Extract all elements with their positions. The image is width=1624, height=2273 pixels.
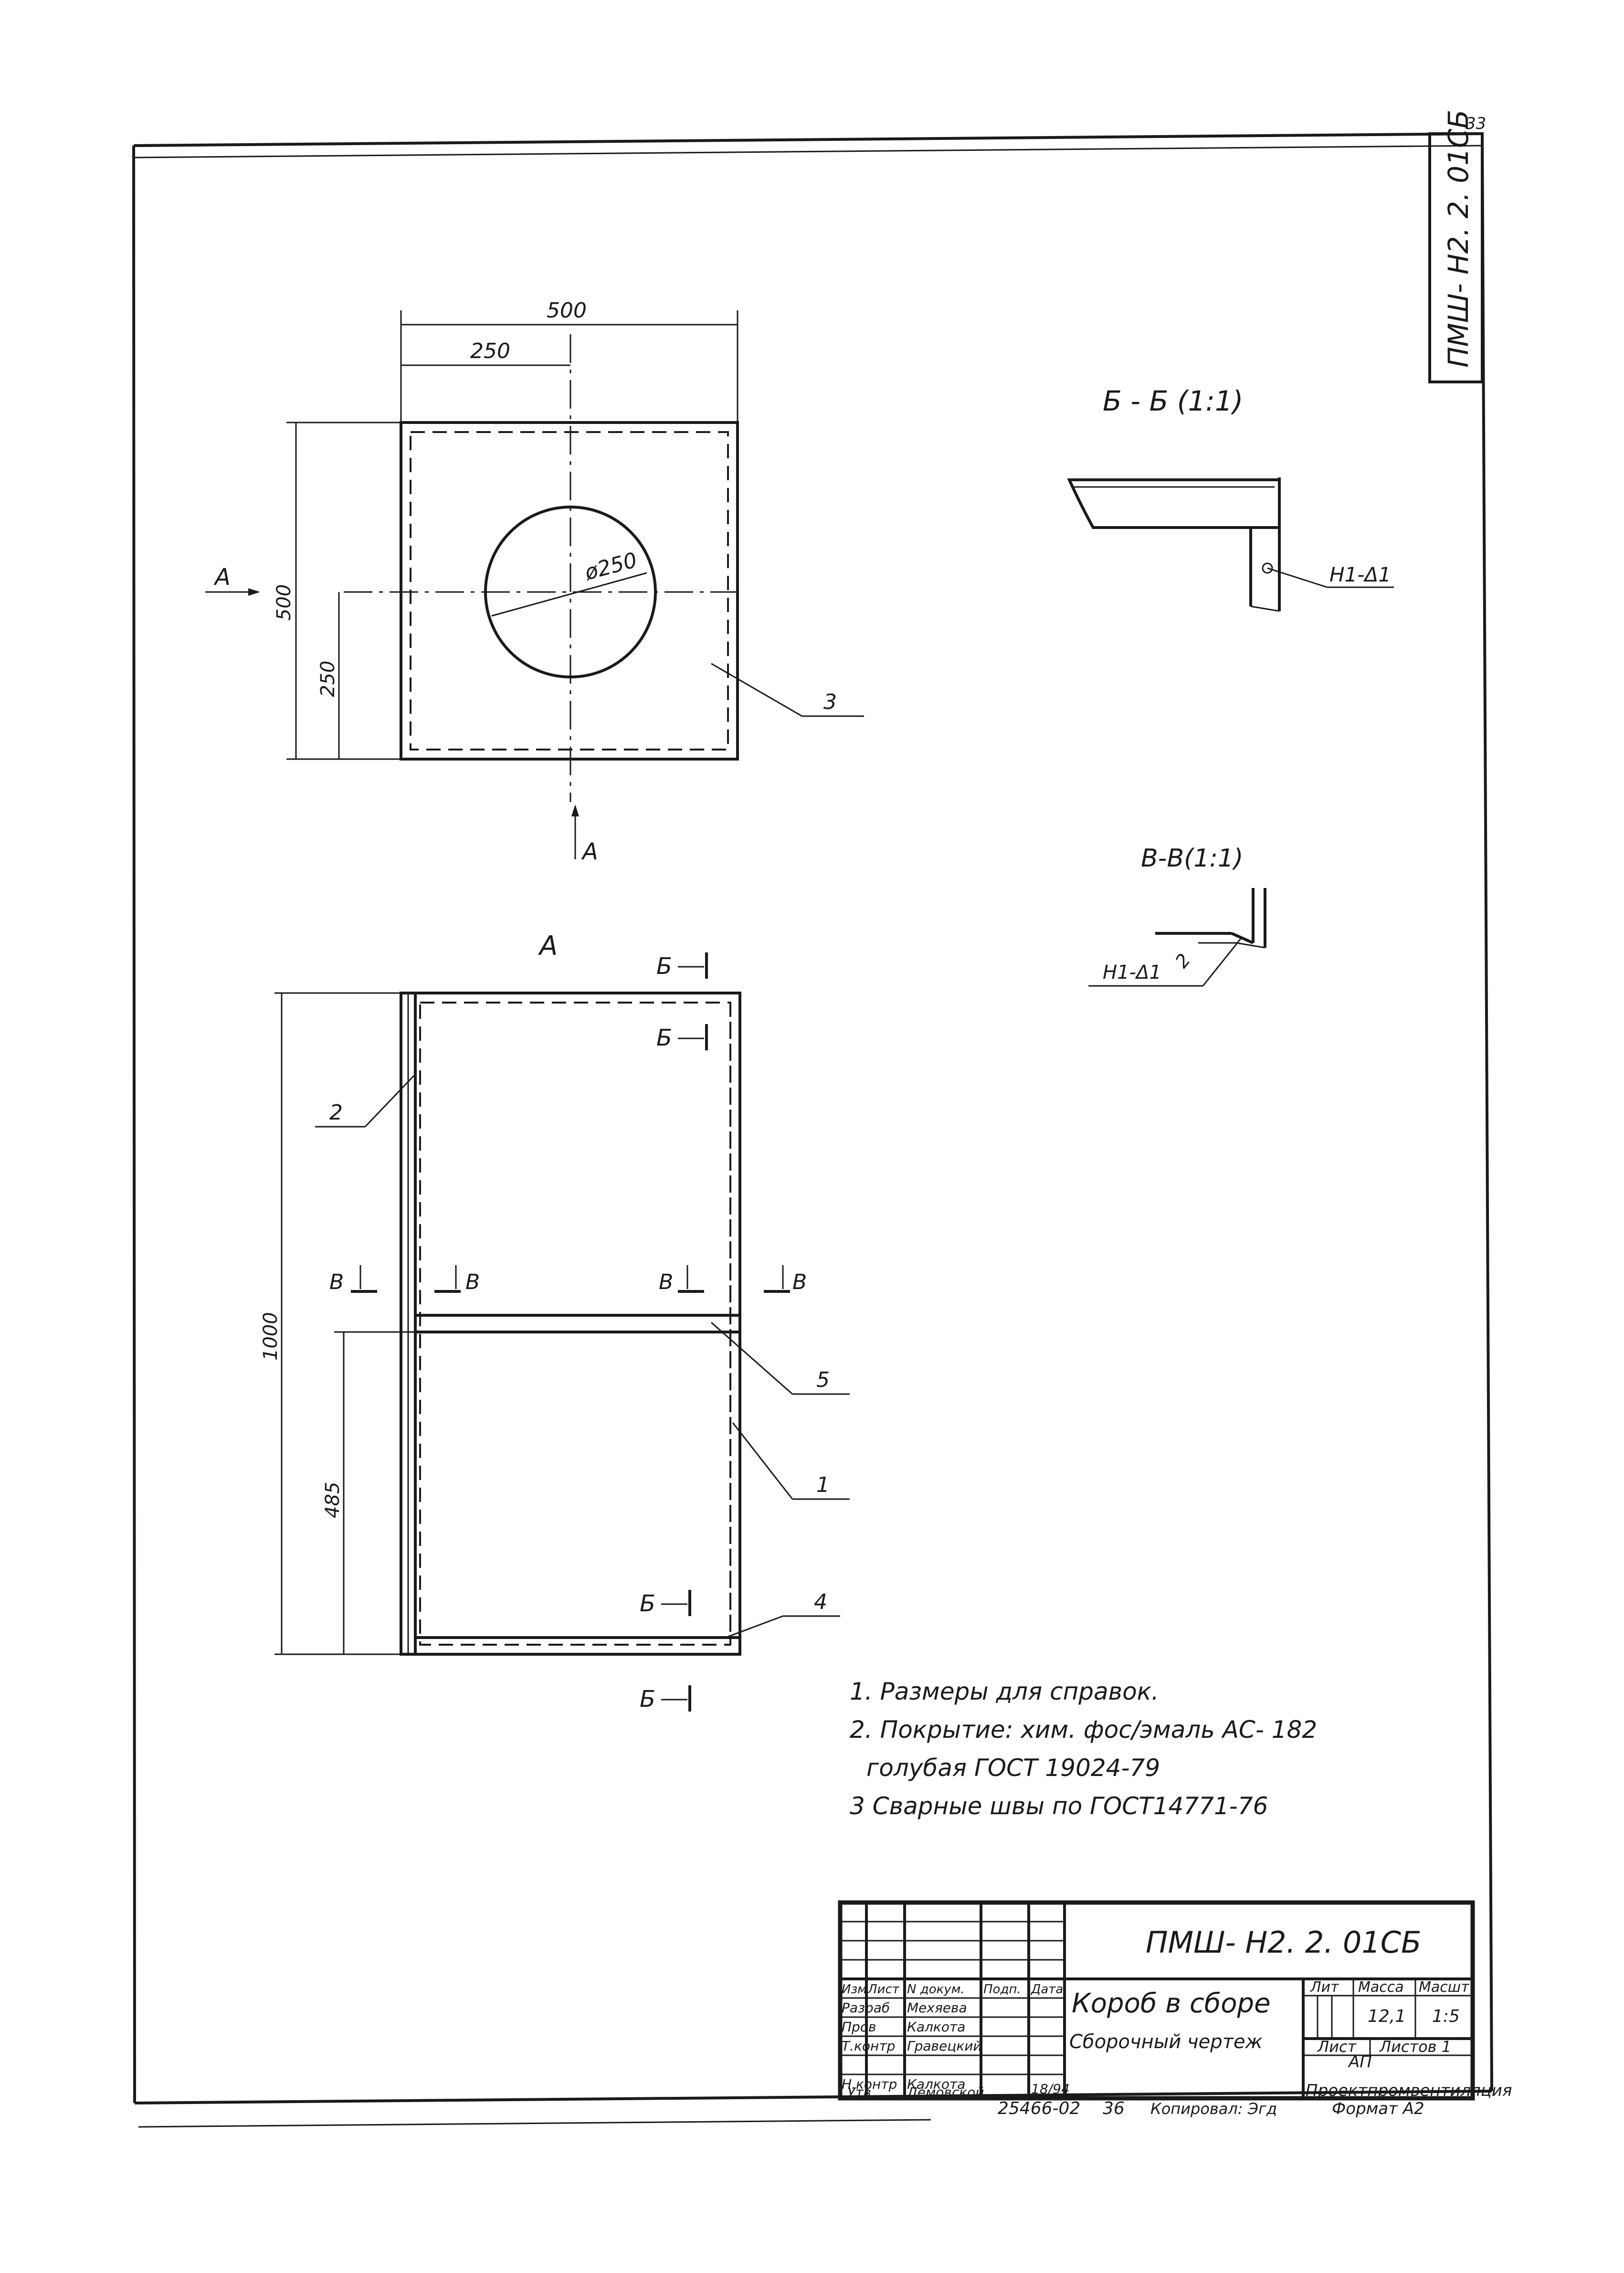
tb-lit-header: Лит bbox=[1310, 1979, 1339, 1996]
callout-1: 1 bbox=[816, 1473, 830, 1497]
svg-text:В: В bbox=[659, 1270, 673, 1294]
svg-text:В: В bbox=[792, 1270, 807, 1294]
side-stamp: ПМШ- Н2. 2. 01СБ 33 bbox=[1428, 110, 1486, 383]
callout-3: 3 bbox=[823, 690, 837, 714]
tb-name-2-person: Гравецкий bbox=[907, 2038, 982, 2054]
tb-name-2: Сборочный чертеж bbox=[1069, 2031, 1263, 2053]
section-bb: Б - Б (1:1) Н1-Δ1 bbox=[1067, 385, 1394, 612]
note-2: 2. Покрытие: хим. фос/эмаль АС- 182 bbox=[850, 1716, 1317, 1744]
tb-code: АП bbox=[1348, 2052, 1372, 2072]
tb-name-1-person: Калкота bbox=[907, 2019, 965, 2035]
svg-text:Б: Б bbox=[656, 1025, 672, 1051]
dim-partition-label: 485 bbox=[322, 1482, 344, 1518]
dim-width-label: 500 bbox=[547, 298, 587, 323]
callout-5: 5 bbox=[816, 1368, 830, 1392]
section-mark-v-4: В bbox=[764, 1265, 807, 1294]
tb-scale-value: 1:5 bbox=[1432, 2007, 1460, 2026]
side-stamp-text: ПМШ- Н2. 2. 01СБ bbox=[1442, 110, 1475, 368]
svg-text:Б: Б bbox=[656, 953, 672, 980]
tb-col-date: Дата bbox=[1031, 1982, 1063, 1997]
view-marker-left: А bbox=[213, 564, 231, 591]
dim-height-label: 500 bbox=[273, 584, 295, 621]
footer: 25466-02 36 Копировал: Эгд Формат А2 bbox=[998, 2099, 1424, 2118]
svg-text:В: В bbox=[329, 1270, 344, 1294]
tb-name-4-person: Демовской bbox=[906, 2084, 984, 2100]
section-mark-v-1: В bbox=[329, 1265, 377, 1294]
section-bb-title: Б - Б (1:1) bbox=[1103, 385, 1243, 417]
tb-col-izm: Изм bbox=[842, 1982, 867, 1997]
footer-format: Формат А2 bbox=[1332, 2099, 1424, 2118]
notes: 1. Размеры для справок. 2. Покрытие: хим… bbox=[850, 1678, 1317, 1820]
title-block: ПМШ- Н2. 2. 01СБ Короб в сборе Сборочный… bbox=[838, 1900, 1512, 2101]
footer-page: 36 bbox=[1103, 2099, 1125, 2118]
tb-role-3: Н.контр bbox=[842, 2076, 897, 2092]
tb-scale-header: Масшт bbox=[1419, 1979, 1470, 1996]
callout-2: 2 bbox=[329, 1100, 343, 1125]
footer-copied: Копировал: Эгд bbox=[1150, 2100, 1277, 2118]
front-view-title: А bbox=[538, 930, 558, 962]
svg-text:Б: Б bbox=[640, 1590, 655, 1617]
sheet-frame bbox=[132, 132, 1493, 2128]
sheet-number: 33 bbox=[1466, 114, 1486, 133]
section-bb-weld-label: Н1-Δ1 bbox=[1329, 563, 1391, 586]
callout-4: 4 bbox=[814, 1590, 827, 1614]
dim-height-label-front: 1000 bbox=[260, 1312, 282, 1361]
svg-text:В: В bbox=[465, 1270, 480, 1294]
tb-col-list: Лист bbox=[867, 1982, 900, 1997]
section-vv-title: В-В(1:1) bbox=[1141, 844, 1243, 873]
tb-sheets-label: Листов 1 bbox=[1379, 2038, 1451, 2056]
tb-designation: ПМШ- Н2. 2. 01СБ bbox=[1146, 1925, 1422, 1960]
tb-name-3-person: Калкота bbox=[907, 2076, 965, 2092]
tb-col-sign: Подп. bbox=[983, 1982, 1021, 1997]
tb-role-1: Пров bbox=[842, 2019, 876, 2035]
svg-text:Б: Б bbox=[640, 1686, 655, 1713]
section-mark-b-1: Б bbox=[656, 952, 708, 980]
top-view: ø250 500 250 500 250 А А 3 bbox=[205, 298, 864, 865]
section-mark-b-2: Б bbox=[656, 1024, 708, 1051]
section-vv-callout: 2 bbox=[1171, 950, 1194, 972]
dim-half-width-label: 250 bbox=[470, 339, 510, 363]
front-view: А 1000 485 Б Б Б bbox=[260, 930, 850, 1713]
section-mark-v-3: В bbox=[659, 1265, 704, 1294]
tb-mass-value: 12,1 bbox=[1368, 2007, 1406, 2026]
tb-name-0: Мехяева bbox=[907, 2000, 967, 2016]
note-2-cont: голубая ГОСТ 19024-79 bbox=[866, 1754, 1160, 1782]
tb-name-1: Короб в сборе bbox=[1072, 1988, 1271, 2019]
tb-role-0: Разраб bbox=[842, 2000, 890, 2016]
section-vv-weld-label: Н1-Δ1 bbox=[1103, 962, 1161, 983]
hole-diameter-label: ø250 bbox=[582, 548, 640, 585]
tb-mass-header: Масса bbox=[1358, 1979, 1404, 1996]
footer-inventory: 25466-02 bbox=[998, 2099, 1080, 2118]
dim-half-height-label: 250 bbox=[317, 661, 339, 697]
section-vv: В-В(1:1) Н1-Δ1 2 bbox=[1088, 844, 1266, 987]
note-3: 3 Сварные швы по ГОСТ14771-76 bbox=[850, 1792, 1268, 1820]
note-1: 1. Размеры для справок. bbox=[850, 1678, 1159, 1705]
tb-col-doc: N докум. bbox=[907, 1982, 965, 1997]
section-mark-b-4: Б bbox=[640, 1685, 691, 1713]
tb-role-2: Т.контр bbox=[842, 2038, 895, 2054]
tb-org: Проектпромвентиляция bbox=[1306, 2081, 1512, 2100]
tb-role-4: Утв bbox=[847, 2084, 871, 2100]
section-mark-b-3: Б bbox=[640, 1590, 691, 1617]
tb-date: 18/94 bbox=[1031, 2081, 1070, 2097]
tb-sheet-label: Лист bbox=[1317, 2038, 1357, 2056]
view-marker-bottom: А bbox=[581, 838, 598, 865]
section-mark-v-2: В bbox=[434, 1265, 480, 1294]
